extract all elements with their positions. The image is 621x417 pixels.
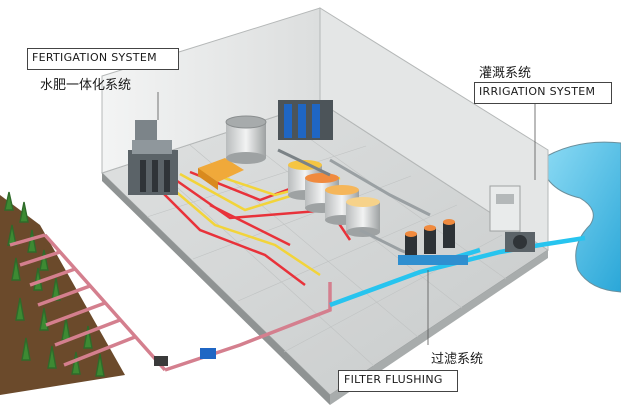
manifold-valve [154, 356, 168, 366]
control-cabinet [489, 185, 521, 232]
fertigation-machine [128, 120, 178, 195]
mixing-tank [225, 115, 267, 164]
main-valve-blue [200, 348, 216, 359]
irrigation-label-box [474, 82, 612, 104]
fertilizer-bags [198, 158, 244, 190]
pump-rack [277, 100, 333, 177]
irrigation-label-en: IRRIGATION SYSTEM [479, 85, 596, 98]
filter-label-zh: 过滤系统 [431, 352, 484, 367]
water-pool [539, 141, 621, 293]
crop-field [0, 191, 125, 395]
fertigation-label-box [27, 48, 179, 70]
floor-edge [102, 173, 330, 405]
irrigation-pump [505, 232, 535, 252]
disc-filters [398, 219, 468, 265]
irrigation-label-zh: 灌溉系统 [479, 66, 532, 81]
fertigation-label-zh: 水肥一体化系统 [40, 78, 132, 93]
fertigation-label-en: FERTIGATION SYSTEM [32, 51, 157, 64]
floor-edge-right [330, 250, 548, 405]
filter-label-box [338, 370, 458, 392]
filter-label-en: FILTER FLUSHING [344, 373, 443, 386]
fertilizer-tank-4 [346, 197, 380, 237]
